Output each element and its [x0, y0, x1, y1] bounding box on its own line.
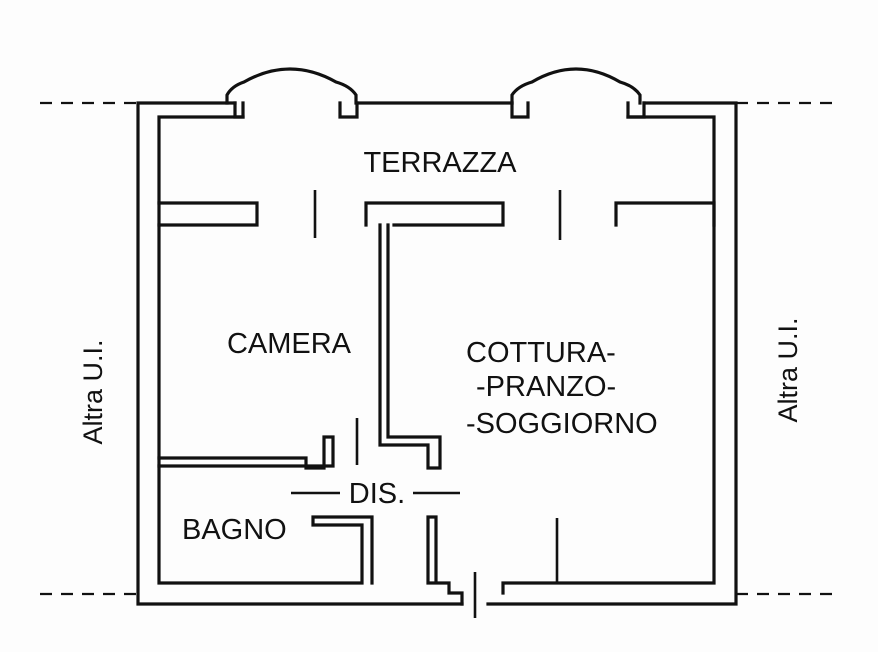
- terrace-wall: [157, 190, 716, 240]
- bay-left-jamb-right: [338, 101, 359, 119]
- room-label-living-line2: -PRANZO-: [476, 371, 616, 403]
- inner-wall-bottom-right-link: [426, 515, 464, 606]
- bay-right-arch: [510, 67, 642, 105]
- partition-bedroom-bath: [157, 435, 335, 470]
- bay-right-jamb-left: [510, 101, 530, 119]
- room-label-bedroom: CAMERA: [227, 328, 352, 360]
- terrace-wall-middle: [364, 201, 505, 227]
- terrace-bays: [225, 67, 646, 119]
- room-label-living-line1: COTTURA-: [466, 337, 616, 369]
- outer-walls: [136, 101, 738, 606]
- terrace-wall-right: [614, 201, 716, 227]
- bay-left-jamb-left: [233, 101, 245, 119]
- bay-right-jamb-right: [626, 101, 646, 119]
- interior-partitions: [157, 223, 559, 618]
- partition-bedroom-living: [378, 223, 442, 470]
- outer-wall-top-right: [486, 101, 738, 606]
- room-label-living-line3: -SOGGIORNO: [466, 408, 658, 440]
- neighbor-label-left: Altra U.I.: [78, 339, 108, 444]
- inner-wall-left: [157, 115, 374, 585]
- terrace-wall-left: [157, 201, 259, 227]
- bay-left-arch: [225, 67, 358, 105]
- room-label-hall: DIS.: [349, 478, 405, 510]
- neighbor-label-right: Altra U.I.: [773, 317, 803, 422]
- room-label-terrace: TERRAZZA: [363, 147, 517, 179]
- room-label-bathroom: BAGNO: [182, 514, 287, 546]
- inner-wall-right: [501, 115, 716, 595]
- property-boundaries: [40, 101, 835, 596]
- outer-wall-top-left: [136, 101, 464, 606]
